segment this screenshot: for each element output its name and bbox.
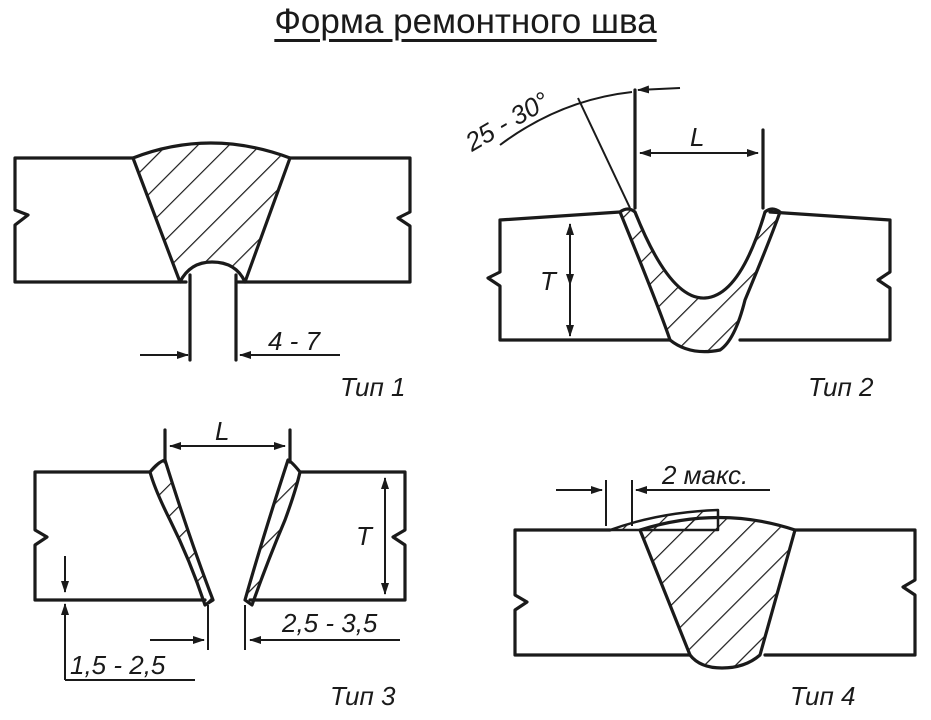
type1-diagram: 4 - 7 Тип 1 [13, 141, 412, 402]
type4-weld [638, 515, 797, 670]
type2-diagram: 25 - 30° L T Тип 2 [459, 85, 892, 402]
type4-caption: Тип 4 [790, 681, 855, 711]
type3-caption: Тип 3 [330, 681, 396, 711]
type2-caption: Тип 2 [808, 372, 874, 402]
type3-weld-left [148, 458, 215, 607]
type1-weld [131, 141, 292, 284]
type2-length-label: L [690, 122, 704, 152]
type1-plate-right [236, 156, 412, 284]
type2-plate-left [486, 210, 672, 342]
type3-thickness-label: T [356, 521, 374, 551]
type1-gap-dim: 4 - 7 [268, 326, 322, 356]
type2-plate-right [738, 210, 892, 342]
type1-plate-left [13, 156, 188, 284]
type3-diagram: L T 1,5 - 2,5 2,5 - 3,5 Тип 3 [33, 416, 407, 711]
type3-plate-right [248, 470, 407, 602]
type3-weld-right [243, 458, 302, 607]
type3-length-label: L [215, 416, 229, 446]
type3-root-gap-label: 2,5 - 3,5 [281, 608, 378, 638]
type2-weld [618, 207, 782, 354]
type4-diagram: 2 макс. Тип 4 [513, 460, 917, 711]
type2-angle-label: 25 - 30° [459, 86, 554, 158]
diagram-title: Форма ремонтного шва [274, 2, 657, 41]
type2-thickness-label: T [540, 266, 558, 296]
type4-excess-cap [608, 508, 720, 532]
type4-plate-right [763, 528, 917, 657]
type4-max-label: 2 макс. [661, 460, 748, 490]
type1-caption: Тип 1 [340, 372, 405, 402]
type3-root-face-label: 1,5 - 2,5 [70, 650, 166, 680]
type4-plate-left [513, 528, 692, 657]
